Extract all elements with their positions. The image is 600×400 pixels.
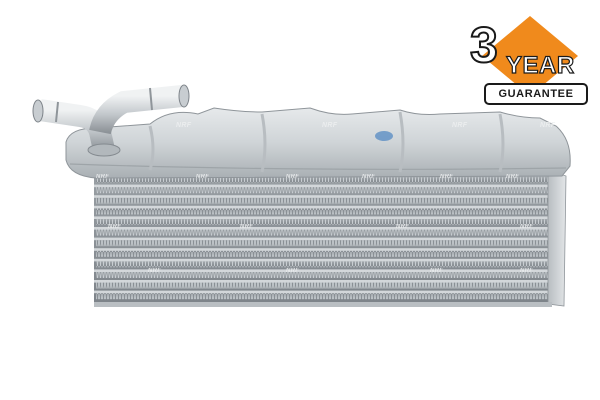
fin-row (96, 261, 550, 268)
tube-plate (94, 237, 552, 241)
fin-row (96, 240, 550, 247)
cooler-core (94, 169, 567, 307)
tube-plate (94, 248, 552, 251)
fin-row (96, 250, 550, 257)
tube-plate (94, 227, 552, 230)
inlet-pipe (32, 84, 190, 157)
fin-row (96, 218, 550, 225)
guarantee-badge: 3 YEAR GUARANTEE (466, 14, 596, 110)
badge-guarantee-text: GUARANTEE (484, 83, 588, 105)
fin-row (96, 229, 550, 236)
fin-row (96, 293, 550, 300)
fin-row (96, 271, 550, 278)
tube-plate (94, 280, 552, 283)
tube-plate (94, 184, 552, 188)
tube-plate (94, 290, 552, 294)
fin-row (96, 208, 550, 215)
top-tank (65, 107, 571, 179)
fin-row (96, 187, 550, 194)
fin-row (96, 176, 550, 183)
fin-row (96, 197, 550, 204)
tube-plate (94, 195, 552, 198)
tube-plate (94, 216, 552, 219)
tube-plate (94, 205, 552, 209)
badge-diamond (482, 16, 578, 96)
tube-plate (94, 258, 552, 262)
badge-year-text: YEAR (505, 52, 575, 79)
badge-number: 3 (469, 17, 499, 73)
fin-row (96, 282, 550, 289)
tube-plate (94, 269, 552, 272)
